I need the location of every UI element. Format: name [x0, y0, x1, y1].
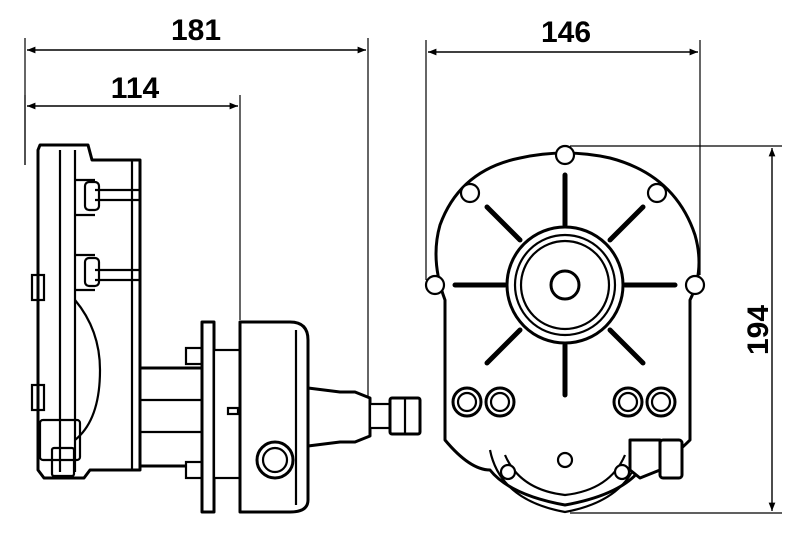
- dimension-label-146: 146: [541, 16, 591, 49]
- dimension-label-194: 194: [742, 305, 775, 355]
- radial-ribs: [452, 172, 678, 398]
- dimension-194: 194: [570, 145, 782, 514]
- dimension-181: 181: [24, 14, 369, 405]
- side-view: [30, 143, 422, 514]
- dimension-146: 146: [425, 16, 701, 280]
- dimension-label-114: 114: [111, 72, 160, 105]
- dimension-label-181: 181: [171, 14, 221, 47]
- dimension-114: 114: [24, 72, 241, 320]
- front-view: [424, 144, 706, 514]
